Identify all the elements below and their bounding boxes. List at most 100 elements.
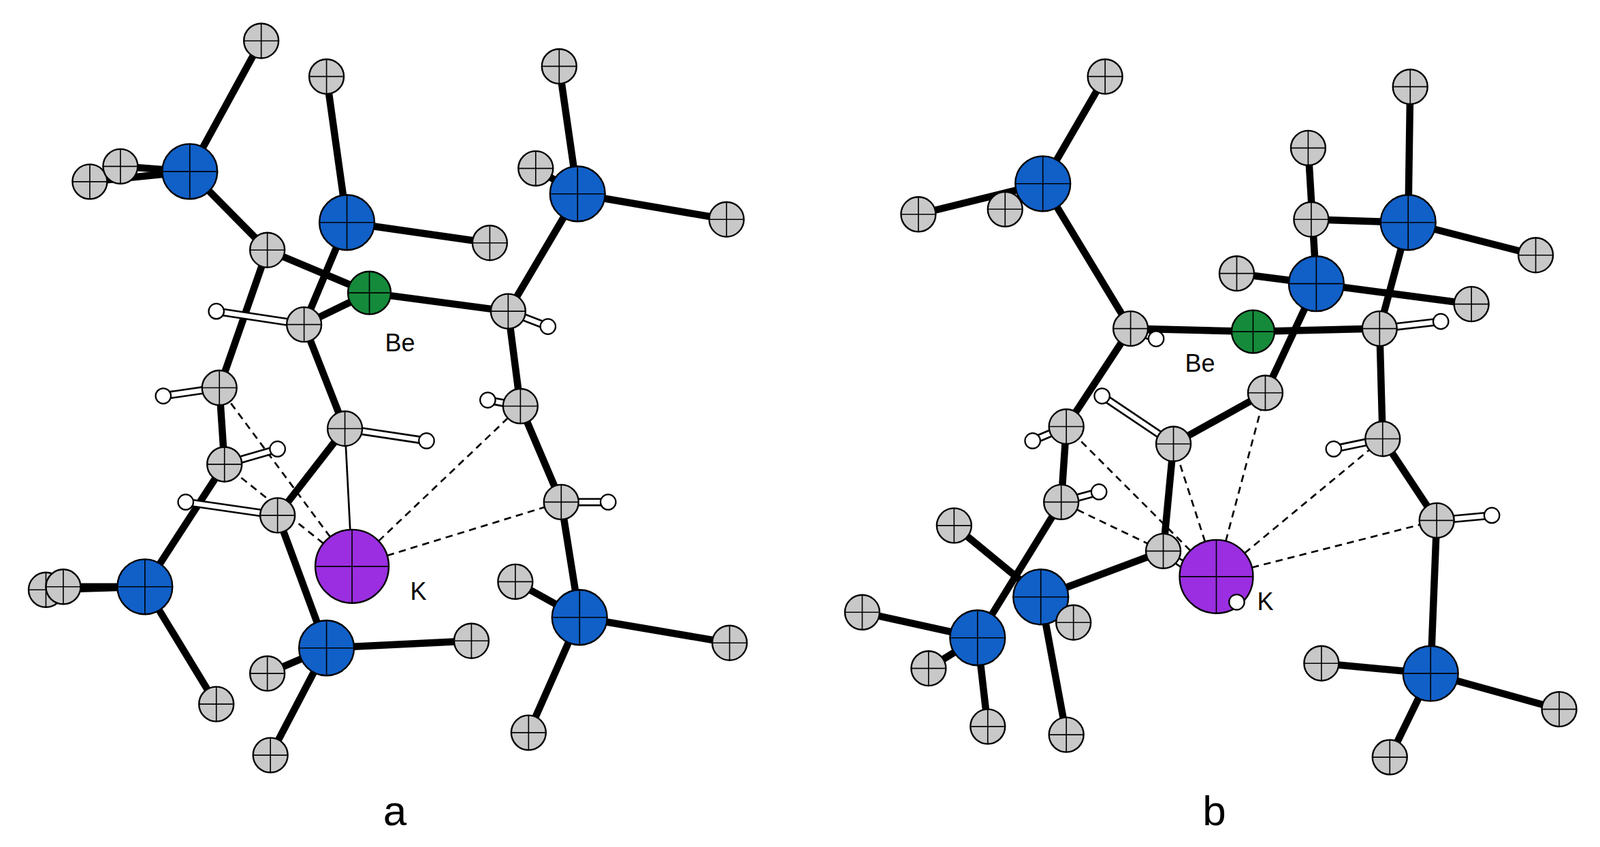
atom-axis [215, 686, 218, 722]
atom [249, 656, 285, 692]
atom-axis [344, 411, 346, 446]
atom-label: K [409, 579, 427, 604]
atom [1362, 311, 1398, 346]
atom [1372, 740, 1408, 775]
atom [1088, 59, 1123, 94]
hydrogen-atom [540, 318, 556, 334]
atom-axis [1040, 569, 1042, 625]
atom [1454, 286, 1490, 322]
atom [45, 569, 81, 604]
atom-axis [725, 202, 728, 237]
atom-axis [1042, 155, 1044, 212]
atom-axis [1435, 503, 1438, 538]
atom-axis [351, 529, 353, 604]
atom [1380, 194, 1436, 250]
atom-axis [1535, 237, 1537, 273]
atom [1290, 130, 1326, 166]
atom-axis [62, 569, 64, 604]
hydrogen-atom [1228, 594, 1244, 610]
atom-axis [1073, 605, 1075, 640]
atom-axis [1004, 192, 1006, 227]
atom-label: K [1256, 589, 1274, 615]
hydrogen-atom [178, 494, 194, 510]
atom [844, 595, 880, 630]
atom-axis [560, 484, 562, 520]
atom-axis [326, 59, 328, 94]
atom-label: Be [1184, 351, 1215, 376]
atom [1049, 409, 1084, 444]
atom [202, 370, 237, 406]
atom-axis [277, 497, 279, 533]
atom-axis [1310, 202, 1312, 237]
atom-axis [144, 558, 146, 615]
atom-axis [369, 271, 371, 315]
atom [1403, 646, 1459, 702]
atom [1049, 717, 1084, 753]
atom [1179, 539, 1254, 614]
atom-axis [224, 446, 226, 482]
atom-axis [558, 49, 560, 84]
atom [117, 558, 173, 615]
atom [712, 625, 747, 661]
atom [1288, 256, 1344, 312]
atom-axis [119, 149, 122, 184]
atom [1219, 256, 1255, 291]
atom [1248, 375, 1283, 411]
atom-axis [578, 589, 581, 645]
atom-axis [269, 738, 271, 773]
atom [1056, 605, 1091, 640]
atom-axis [1104, 59, 1106, 94]
atom [1303, 646, 1339, 681]
atom-axis [535, 151, 537, 186]
atom [243, 23, 279, 59]
atom [472, 225, 508, 261]
atom-axis [528, 715, 530, 751]
atom-axis [1252, 310, 1255, 354]
atom [1419, 503, 1455, 538]
atom-axis [1060, 484, 1063, 520]
atom-axis [987, 709, 989, 745]
atom-axis [471, 623, 473, 659]
atom-axis [1407, 194, 1409, 250]
atom-axis [514, 564, 517, 600]
atom-axis [861, 595, 864, 630]
hydrogen-atom [208, 303, 224, 319]
hydrogen-atom [600, 494, 616, 510]
atom [949, 610, 1005, 666]
atom-axis [89, 164, 91, 199]
atom-axis [1130, 311, 1132, 346]
atom-axis [266, 656, 269, 692]
atom [198, 686, 234, 722]
atom [511, 715, 547, 751]
atom-axis [346, 194, 348, 250]
hydrogen-atom [1433, 313, 1449, 329]
atom [1156, 426, 1191, 461]
atom-axis [507, 294, 510, 329]
atom [315, 529, 389, 604]
atom-axis [977, 610, 979, 666]
atom [987, 192, 1023, 227]
atom [72, 164, 107, 199]
atom-axis [189, 143, 191, 199]
hydrogen-atom [480, 392, 495, 408]
atom-axis [1236, 256, 1238, 291]
atom [936, 507, 972, 543]
atom [1231, 310, 1275, 354]
atom-axis [1065, 717, 1067, 753]
atom-axis [303, 307, 306, 342]
atom [1015, 155, 1071, 212]
atom-axis [266, 232, 269, 268]
atom [260, 497, 295, 533]
atom [253, 738, 288, 773]
atom-axis [729, 625, 731, 661]
atom [1393, 69, 1428, 105]
atom-axis [1265, 375, 1267, 411]
atom [1113, 311, 1148, 346]
hydrogen-atom [269, 441, 285, 457]
atom-axis [953, 507, 955, 543]
atom-axis [1307, 130, 1310, 166]
atom [1518, 237, 1554, 273]
atom [544, 484, 579, 520]
atom [552, 589, 608, 645]
